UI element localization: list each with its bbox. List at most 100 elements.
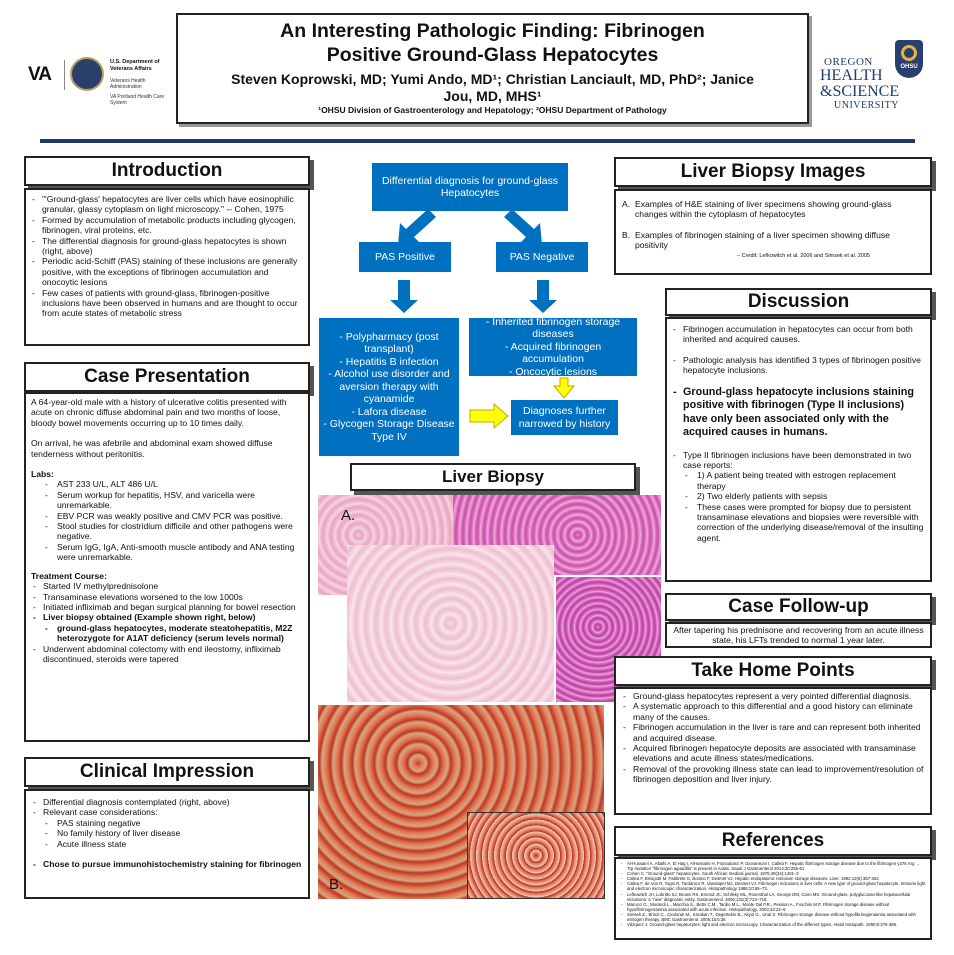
take-home-item-2: A systematic approach to this differenti… [621,701,925,722]
item-b-text: Examples of fibrinogen staining of a liv… [635,229,890,251]
take-home-item-1: Ground-glass hepatocytes represent a ver… [621,691,925,702]
va-dept-label: U.S. Department of Veterans Affairs [110,59,160,72]
course-heading: Treatment Course: [31,570,107,581]
case-presentation-header: Case Presentation [24,362,310,392]
ohsu-badge-icon: OHSU [895,40,923,78]
yellow-arrow-down [552,377,576,399]
take-home-panel: Ground-glass hepatocytes represent a ver… [614,687,932,815]
introduction-panel: "'Ground-glass' hepatocytes are liver ce… [24,188,310,346]
discussion-panel: Fibrinogen accumulation in hepatocytes c… [665,317,932,582]
intro-item-5: Few cases of patients with ground-glass,… [30,288,304,319]
affiliations: ¹OHSU Division of Gastroenterology and H… [318,105,667,115]
va-sub2-label: VA Portland Health Care System [110,94,165,106]
biopsy-label-b: B. [329,876,344,893]
reference-2: Cohen C. "Ground-glass" hepatocytes. Sou… [619,871,927,876]
impression-item-2: Relevant case considerations: [31,807,303,818]
take-home-header: Take Home Points [614,656,932,686]
ohsu-line1: OREGON [824,56,873,68]
item-a-text: Examples of H&E staining of liver specim… [635,199,892,220]
neg-item-2: - Acquired fibrinogen accumulation [504,340,602,366]
poster-title-line1: An Interesting Pathologic Finding: Fibri… [280,20,705,42]
authors-line1: Steven Koprowski, MD; Yumi Ando, MD¹; Ch… [231,71,754,87]
arrow-right-diag [504,209,542,245]
reference-3: Callea F, Brisigotti M, Fabbretti G, Bon… [619,876,927,881]
item-a-letter: A. [622,199,631,209]
neg-item-3: - Oncocytic lesions [508,365,598,378]
intro-item-1: "'Ground-glass' hepatocytes are liver ce… [30,194,304,215]
course-item-3: Initiated infliximab and began surgical … [31,602,303,613]
reference-7: Simsek Z., Brinzi C., Cindoruk M., Karak… [619,912,927,922]
ohsu-line4: UNIVERSITY [834,100,899,111]
clinical-impression-panel: Differential diagnosis contemplated (rig… [24,789,310,899]
case-para-2: On arrival, he was afebrile and abdomina… [31,438,273,459]
ohsu-line3: &SCIENCE [820,83,900,100]
header-rule [40,139,915,143]
pos-item-4: - Lafora disease [351,405,427,418]
discussion-sub-1: 1) A patient being treated with estrogen… [671,470,926,491]
course-final-item: Underwent abdominal colectomy with end i… [31,644,303,665]
reference-5: Lefkowitch JH, Lobritto SJ, Brown RS, Em… [619,892,927,902]
reference-8: Vázquez J. Ground-glass hepatocytes: lig… [619,922,927,927]
impression-sub-1: PAS staining negative [31,818,303,829]
item-b-letter: B. [622,229,631,240]
discussion-item-2: Pathologic analysis has identified 3 typ… [671,355,926,376]
discussion-item-1: Fibrinogen accumulation in hepatocytes c… [671,324,926,345]
biopsy-label-a: A. [341,507,356,524]
impression-sub-2: No family history of liver disease [31,828,303,839]
pas-positive-list: - Polypharmacy (post transplant) - Hepat… [319,318,459,456]
impression-sub-3: Acute illness state [31,839,303,850]
discussion-item-4: Type II fibrinogen inclusions have been … [671,450,926,471]
biopsy-images-header: Liver Biopsy Images [614,157,932,187]
discussion-sub-3: These cases were prompted for biopsy due… [671,502,926,544]
follow-up-panel: After tapering his prednisone and recove… [665,622,932,648]
take-home-item-3: Fibrinogen accumulation in the liver is … [621,722,925,743]
flow-arrows [390,209,557,313]
reference-1: Al-Hussaini A, Altalhi A, El Hag I, AlHu… [619,861,927,871]
intro-item-2: Formed by accumulation of metabolic prod… [30,215,304,236]
impression-final: Chose to pursue immunohistochemistry sta… [31,859,303,870]
biopsy-sub-item: ground-glass hepatocytes, moderate steat… [31,623,303,644]
biopsy-image-b-inset [467,812,605,899]
lab-item-1: AST 233 U/L, ALT 486 U/L [31,479,303,490]
clinical-impression-header: Clinical Impression [24,757,310,787]
arrow-down-right [529,280,557,313]
title-box: An Interesting Pathologic Finding: Fibri… [176,13,809,124]
biopsy-item: Liver biopsy obtained (Example shown rig… [31,612,303,623]
flow-top-box: Differential diagnosis for ground-glass … [372,163,568,211]
course-item-2: Transaminase elevations worsened to the … [31,592,303,603]
case-presentation-panel: A 64-year-old male with a history of ulc… [24,392,310,742]
discussion-sub-2: 2) Two elderly patients with sepsis [671,491,926,502]
neg-item-1: - Inherited fibrinogen storage diseases [485,315,621,341]
intro-item-4: Periodic acid-Schiff (PAS) staining of t… [30,256,304,287]
impression-item-1: Differential diagnosis contemplated (rig… [31,797,303,808]
take-home-item-4: Acquired fibrinogen hepatocyte deposits … [621,743,925,764]
lab-item-5: Serum IgG, IgA, Anti-smooth muscle antib… [31,542,303,563]
lab-item-2: Serum workup for hepatitis, HSV, and var… [31,490,303,511]
liver-biopsy-header: Liver Biopsy [350,463,636,491]
va-sub1-label: Veterans Health Administration [110,78,146,90]
poster-title-line2: Positive Ground-Glass Hepatocytes [326,44,659,66]
va-seal-icon [70,57,104,91]
va-text: VA [28,64,52,85]
yellow-arrows [469,377,576,430]
pos-item-2: - Hepatitis B infection [339,355,439,368]
reference-6: Marucci G., Morandi L., Macchia S., Bett… [619,902,927,912]
ohsu-badge-label: OHSU [900,64,918,70]
case-para-1: A 64-year-old male with a history of ulc… [31,397,287,428]
yellow-arrow-right [469,402,509,430]
pos-item-1: - Polypharmacy (post transplant) [339,330,439,356]
discussion-bold-item: Ground-glass hepatocyte inclusions stain… [671,386,926,440]
pos-item-5: - Glycogen Storage Disease Type IV [323,418,455,443]
pas-negative-box: PAS Negative [496,242,588,272]
arrow-down-left [390,280,418,313]
narrowed-box: Diagnoses further narrowed by history [511,400,618,435]
labs-heading: Labs: [31,469,54,480]
biopsy-image-a-center [347,545,554,702]
ohsu-line2: HEALTH [820,67,883,84]
biopsy-images-panel: A. Examples of H&E staining of liver spe… [614,189,932,275]
reference-4: Callea F, de Vos R, Togni R, Tardanico R… [619,881,927,891]
intro-item-3: The differential diagnosis for ground-gl… [30,236,304,257]
introduction-header: Introduction [24,156,310,186]
pos-item-3: - Alcohol use disorder and aversion ther… [328,368,450,406]
ohsu-logo: OREGON HEALTH &SCIENCE UNIVERSITY OHSU [816,40,931,115]
